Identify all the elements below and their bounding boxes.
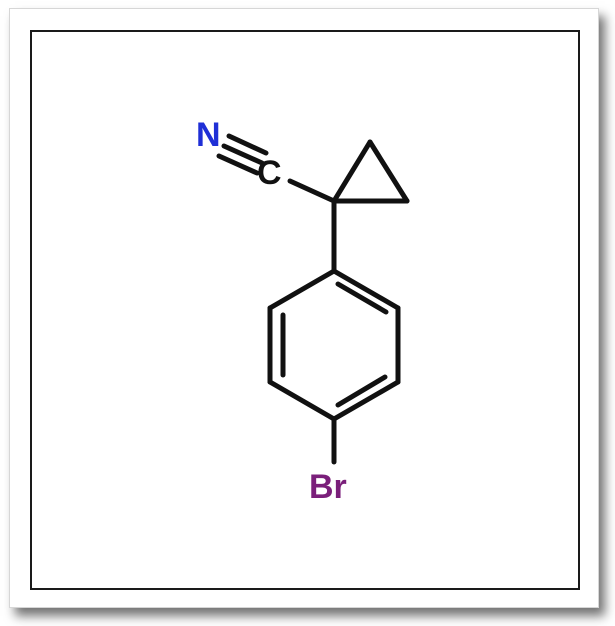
benzene-inner-bond-1 xyxy=(335,281,389,315)
benzene-bond-4 xyxy=(267,379,337,422)
cyclopropane-bond-1 xyxy=(331,139,373,204)
benzene-bond-6 xyxy=(267,268,337,311)
benzene-bond-1 xyxy=(331,268,401,311)
nitrogen-atom-label: N xyxy=(196,116,221,154)
nitrile-bond-1 xyxy=(221,143,265,166)
carbon-atom-label: C xyxy=(257,154,282,192)
bromine-atom-label: Br xyxy=(309,468,347,506)
bonds xyxy=(216,133,410,465)
cyclopropane-bond-2 xyxy=(367,139,410,204)
nitrile-bond-2 xyxy=(226,133,269,156)
nitrile-bond-3 xyxy=(216,153,260,176)
benzene-inner-bond-2 xyxy=(335,374,388,408)
benzene-bond-3 xyxy=(331,379,401,422)
cn-to-ring-bond xyxy=(287,178,337,204)
structure-card xyxy=(9,8,599,608)
structure-frame xyxy=(30,30,580,590)
